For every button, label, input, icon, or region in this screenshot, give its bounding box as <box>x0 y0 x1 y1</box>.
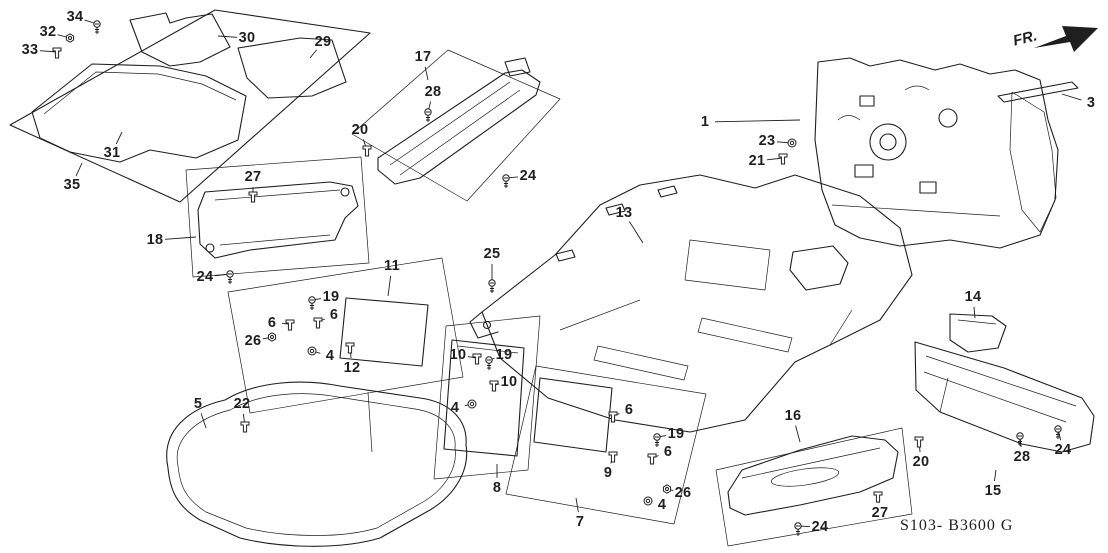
part-callout-31: 31 <box>103 145 121 161</box>
rear-sill-plate <box>715 427 913 547</box>
part-callout-28: 28 <box>424 84 442 100</box>
part-callout-9: 9 <box>603 465 613 481</box>
part-callout-19: 19 <box>667 426 685 442</box>
side-sill-garnish-front <box>351 49 561 202</box>
clip-fastener-icon <box>914 436 924 448</box>
clip-fastener-icon <box>52 47 62 59</box>
part-callout-34: 34 <box>66 9 84 25</box>
part-callout-22: 22 <box>233 396 251 412</box>
part-callout-24: 24 <box>196 269 214 285</box>
clip-fastener-icon <box>345 342 355 354</box>
part-callout-20: 20 <box>351 122 369 138</box>
fr-arrow-icon <box>1034 26 1098 52</box>
clip-fastener-icon <box>362 145 372 157</box>
clip-fastener-icon <box>472 353 482 365</box>
part-callout-6: 6 <box>267 315 277 331</box>
grommet-fastener-icon <box>307 346 317 356</box>
part-callout-13: 13 <box>615 205 633 221</box>
part-callout-6: 6 <box>663 444 673 460</box>
kick-panel <box>949 313 1007 353</box>
clip-fastener-icon <box>873 491 883 503</box>
part-callout-5: 5 <box>193 396 203 412</box>
screw-fastener-icon <box>308 296 316 311</box>
clip-fastener-icon <box>240 421 250 433</box>
part-callout-17: 17 <box>414 49 432 65</box>
part-callout-14: 14 <box>964 289 982 305</box>
clip-fastener-icon <box>778 153 788 165</box>
part-callout-27: 27 <box>244 169 262 185</box>
rear-panel-lining <box>166 381 468 547</box>
part-callout-12: 12 <box>343 360 361 376</box>
part-callout-3: 3 <box>1086 95 1096 111</box>
side-sill-plate <box>914 341 1095 453</box>
part-callout-1: 1 <box>700 114 710 130</box>
screw-fastener-icon <box>424 108 432 123</box>
part-callout-4: 4 <box>450 400 460 416</box>
leader-lines <box>39 19 1082 537</box>
part-callout-16: 16 <box>784 408 802 424</box>
diagram-code: S103- B3600 G <box>900 517 1014 534</box>
duct-grille-front <box>227 257 464 414</box>
screw-fastener-icon <box>485 356 493 371</box>
grommet-fastener-icon <box>787 138 797 148</box>
part-callout-19: 19 <box>495 347 513 363</box>
bolt-fastener-icon <box>662 484 672 494</box>
clip-fastener-icon <box>489 380 499 392</box>
part-callout-33: 33 <box>21 42 39 58</box>
dash-seal-strip <box>997 81 1079 103</box>
part-callout-4: 4 <box>325 348 335 364</box>
part-callout-18: 18 <box>146 232 164 248</box>
part-callout-26: 26 <box>244 333 262 349</box>
part-callout-26: 26 <box>674 485 692 501</box>
bolt-fastener-icon <box>267 332 277 342</box>
part-callout-15: 15 <box>984 483 1002 499</box>
part-callout-6: 6 <box>329 307 339 323</box>
grommet-fastener-icon <box>467 399 477 409</box>
part-callout-28: 28 <box>1013 449 1031 465</box>
dash-insulator-panel <box>814 57 1059 249</box>
screw-fastener-icon <box>93 20 101 35</box>
grommet-fastener-icon <box>643 496 653 506</box>
screw-fastener-icon <box>653 433 661 448</box>
floor-carpet <box>469 174 913 433</box>
part-callout-32: 32 <box>39 24 57 40</box>
part-callout-29: 29 <box>314 34 332 50</box>
part-callout-19: 19 <box>322 289 340 305</box>
part-callout-25: 25 <box>483 246 501 262</box>
sill-garnish-bracket <box>185 156 370 278</box>
floor-mat-set <box>9 9 371 203</box>
part-callout-7: 7 <box>575 514 585 530</box>
part-callout-30: 30 <box>238 30 256 46</box>
part-callout-10: 10 <box>500 374 518 390</box>
duct-grille-rear <box>505 365 707 525</box>
part-callout-21: 21 <box>748 153 766 169</box>
clip-fastener-icon <box>608 451 618 463</box>
part-callout-10: 10 <box>449 347 467 363</box>
screw-fastener-icon <box>502 174 510 189</box>
clip-fastener-icon <box>313 317 323 329</box>
screw-fastener-icon <box>488 279 496 294</box>
part-callout-4: 4 <box>657 497 667 513</box>
screw-fastener-icon <box>226 270 234 285</box>
part-callout-27: 27 <box>871 505 889 521</box>
clip-fastener-icon <box>285 319 295 331</box>
part-callout-6: 6 <box>624 402 634 418</box>
part-callout-11: 11 <box>384 258 400 274</box>
part-callout-24: 24 <box>1054 442 1072 458</box>
center-side-panel <box>433 315 541 480</box>
part-callout-35: 35 <box>63 177 81 193</box>
part-callout-20: 20 <box>912 454 930 470</box>
part-callout-24: 24 <box>811 519 829 535</box>
clip-fastener-icon <box>647 453 657 465</box>
part-callout-23: 23 <box>758 133 776 149</box>
bolt-fastener-icon <box>65 33 75 43</box>
part-callout-24: 24 <box>519 168 537 184</box>
part-callout-8: 8 <box>492 480 502 496</box>
